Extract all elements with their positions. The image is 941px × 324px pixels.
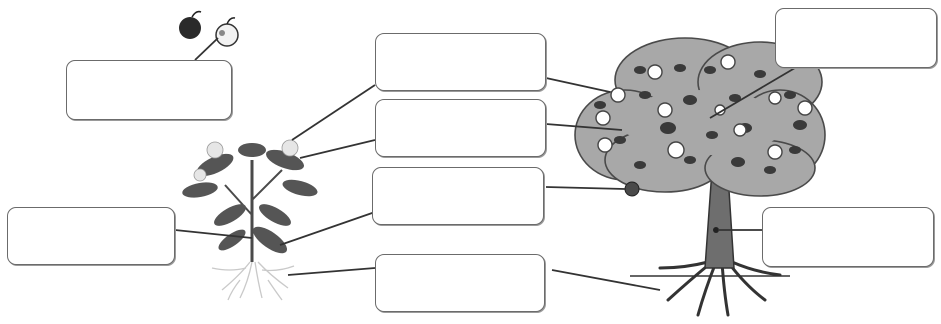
label-box-stem[interactable]	[7, 207, 175, 265]
label-box-leaf-text	[376, 100, 545, 118]
label-box-flower-text	[376, 34, 545, 52]
label-box-root-text	[376, 255, 544, 273]
label-box-fruit-middle-text	[373, 168, 543, 186]
label-box-flower[interactable]	[375, 33, 546, 91]
seedling-plant-icon	[182, 139, 318, 301]
label-box-fruit[interactable]	[66, 60, 232, 120]
label-box-trunk-text	[763, 208, 933, 226]
label-box-fruit-text	[67, 61, 231, 79]
label-box-stem-text	[8, 208, 174, 226]
leader-lines	[174, 37, 801, 291]
label-box-root[interactable]	[375, 254, 545, 312]
label-box-tree-leaf[interactable]	[775, 8, 937, 68]
label-box-leaf[interactable]	[375, 99, 546, 157]
flowering-tree-icon	[574, 37, 826, 317]
label-box-tree-leaf-text	[776, 9, 936, 27]
apple-pair-icon	[179, 10, 239, 47]
label-box-trunk[interactable]	[762, 207, 934, 267]
label-box-fruit-middle[interactable]	[372, 167, 544, 225]
